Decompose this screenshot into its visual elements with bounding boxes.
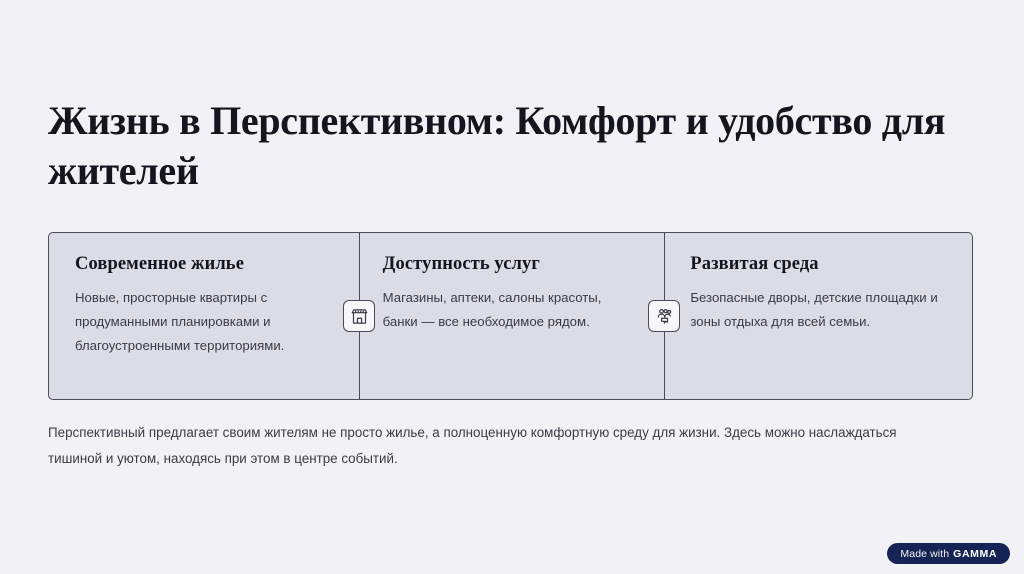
feature-card-3-body: Безопасные дворы, детские площадки и зон… [690, 290, 938, 330]
badge-brand-label: GAMMA [953, 547, 997, 560]
feature-card-2: Доступность услуг Магазины, аптеки, сало… [357, 233, 665, 399]
feature-cards-band: Современное жилье Новые, просторные квар… [48, 232, 973, 400]
feature-card-3: Развитая среда Безопасные дворы, детские… [664, 233, 972, 399]
storefront-icon-chip [343, 300, 375, 332]
made-with-gamma-badge[interactable]: Made with GAMMA [887, 543, 1010, 564]
footer-paragraph: Перспективный предлагает своим жителям н… [48, 425, 897, 467]
feature-card-1: Современное жилье Новые, просторные квар… [49, 233, 357, 399]
feature-card-1-title: Современное жилье [75, 254, 245, 274]
feature-card-2-body: Магазины, аптеки, салоны красоты, банки … [382, 290, 602, 330]
feature-card-2-title: Доступность услуг [382, 254, 540, 274]
feature-card-3-title: Развитая среда [690, 254, 819, 274]
storefront-icon [350, 307, 369, 326]
badge-made-with-label: Made with [900, 547, 950, 560]
page-title: Жизнь в Перспективном: Комфорт и удобств… [48, 98, 946, 193]
people-group-icon-chip [648, 300, 680, 332]
people-group-icon [655, 307, 674, 326]
feature-card-1-body: Новые, просторные квартиры с продуманным… [75, 290, 285, 354]
